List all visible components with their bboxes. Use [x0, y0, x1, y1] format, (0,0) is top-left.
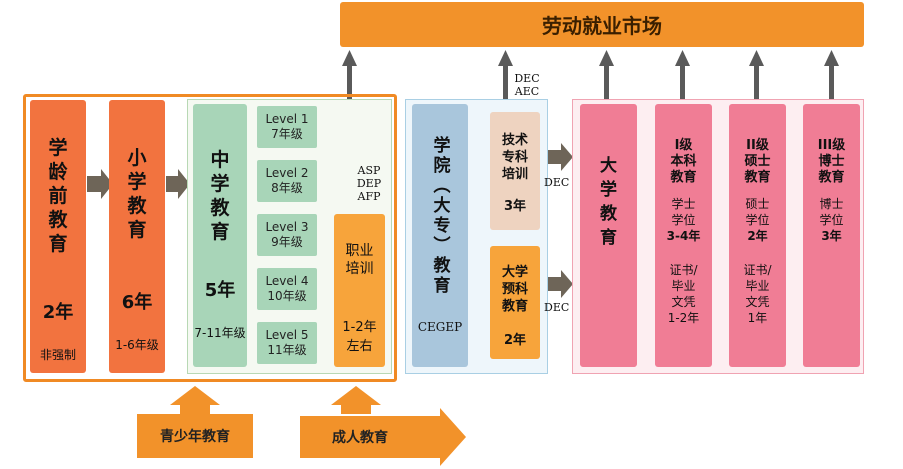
doctor-degree-years: 3年 [821, 229, 842, 243]
bachelor-degree1: 学士 [671, 197, 696, 211]
cert-aec: AEC [514, 85, 540, 98]
level-2: Level 2 8年级 [257, 160, 317, 202]
up-arrow-tech [498, 50, 513, 113]
preschool-years: 2年 [42, 302, 74, 323]
youth-arrow [170, 386, 220, 414]
secondary-grades: 7-11年级 [194, 326, 246, 340]
arrow-primary-secondary [166, 169, 190, 199]
level-4-label: Level 4 [265, 274, 309, 288]
bachelor-cert1: 证书/ [669, 263, 698, 277]
adult-arrow-up [331, 386, 381, 414]
bachelor-level: I级 [674, 138, 693, 153]
level-5-grade: 11年级 [267, 343, 307, 357]
tech-name: 技术专科培训 [501, 133, 528, 182]
primary-name: 小学教育 [127, 147, 147, 241]
level-4-grade: 10年级 [267, 289, 307, 303]
level-5-label: Level 5 [265, 328, 309, 342]
doctor-name2: 教育 [818, 170, 845, 185]
college-name: 学院（大专）教育 [429, 136, 450, 296]
master-degree2: 学位 [745, 213, 770, 227]
college-box: 学院（大专）教育 CEGEP [412, 104, 468, 367]
master-cert1: 证书/ [743, 263, 772, 277]
tech-years: 3年 [503, 199, 527, 214]
doctor-level: III级 [817, 138, 846, 153]
cert-dec-top: DEC [514, 72, 540, 85]
cert-asp: ASP [357, 164, 381, 177]
vocational-years: 1-2年 [342, 320, 377, 335]
up-arrow-master [749, 50, 764, 104]
secondary-years: 5年 [204, 280, 236, 301]
master-name: 硕士 [744, 154, 771, 169]
vocational-certs: ASP DEP AFP [354, 164, 384, 203]
bachelor-name: 本科 [670, 154, 697, 169]
adult-arrow-right [300, 408, 466, 466]
level-1-label: Level 1 [265, 112, 309, 126]
master-degree-years: 2年 [747, 229, 768, 243]
university-name: 大学教育 [600, 156, 617, 248]
level-3: Level 3 9年级 [257, 214, 317, 256]
preschool-box: 学龄前教育 2年 非强制 [30, 100, 86, 373]
up-arrow-doctor [824, 50, 839, 104]
vocational-box: 职业培训 1-2年 左右 [334, 214, 385, 367]
youth-education-text: 青少年教育 [160, 429, 230, 445]
level-1-grade: 7年级 [271, 127, 303, 141]
labor-market-label: 劳动就业市场 [542, 14, 662, 38]
up-arrow-university [599, 50, 614, 104]
tech-certs: DEC AEC [511, 72, 543, 98]
dec-label-1: DEC [544, 176, 570, 189]
primary-years: 6年 [121, 292, 153, 313]
level-5: Level 5 11年级 [257, 322, 317, 364]
bachelor-degree-years: 3-4年 [666, 229, 701, 243]
preschool-name: 学龄前教育 [48, 137, 68, 255]
bachelor-name2: 教育 [670, 170, 697, 185]
preschool-note: 非强制 [39, 348, 76, 362]
bachelor-box: I级 本科 教育 学士 学位 3-4年 证书/ 毕业 文凭 1-2年 [655, 104, 712, 367]
bachelor-cert-years: 1-2年 [667, 311, 700, 325]
master-box: II级 硕士 教育 硕士 学位 2年 证书/ 毕业 文凭 1年 [729, 104, 786, 367]
tech-box: 技术专科培训 3年 [490, 112, 540, 230]
level-3-label: Level 3 [265, 220, 309, 234]
secondary-name: 中学教育 [210, 149, 230, 243]
master-name2: 教育 [744, 170, 771, 185]
level-2-grade: 8年级 [271, 181, 303, 195]
vocational-name: 职业培训 [345, 243, 374, 277]
master-level: II级 [746, 138, 769, 153]
prep-years: 2年 [503, 333, 527, 348]
master-cert2: 毕业 [745, 279, 770, 293]
doctor-box: III级 博士 教育 博士 学位 3年 [803, 104, 860, 367]
labor-market-banner: 劳动就业市场 [340, 2, 864, 47]
arrow-preschool-primary [87, 169, 113, 199]
dec-label-2: DEC [544, 301, 570, 314]
adult-education-text: 成人教育 [332, 430, 388, 446]
vocational-approx: 左右 [346, 339, 373, 354]
bachelor-cert3: 文凭 [671, 295, 696, 309]
primary-grades: 1-6年级 [115, 338, 159, 352]
youth-education-label: 青少年教育 [137, 414, 253, 458]
prep-box: 大学预科教育 2年 [490, 246, 540, 359]
primary-box: 小学教育 6年 1-6年级 [109, 100, 165, 373]
arrow-prep-university [545, 270, 573, 298]
level-4: Level 4 10年级 [257, 268, 317, 310]
cert-dep: DEP [356, 177, 382, 190]
master-cert3: 文凭 [745, 295, 770, 309]
master-cert-years: 1年 [747, 311, 768, 325]
university-box: 大学教育 [580, 104, 637, 367]
arrow-tech-university [545, 143, 573, 171]
prep-name: 大学预科教育 [501, 265, 528, 314]
doctor-name: 博士 [818, 154, 845, 169]
level-1: Level 1 7年级 [257, 106, 317, 148]
college-abbr: CEGEP [417, 320, 463, 334]
doctor-degree1: 博士 [819, 197, 844, 211]
level-2-label: Level 2 [265, 166, 309, 180]
level-3-grade: 9年级 [271, 235, 303, 249]
adult-education-label: 成人教育 [300, 416, 420, 458]
youth-education-frame [23, 94, 397, 382]
master-degree1: 硕士 [745, 197, 770, 211]
bachelor-cert2: 毕业 [671, 279, 696, 293]
up-arrow-bachelor [675, 50, 690, 104]
secondary-box: 中学教育 5年 7-11年级 [193, 104, 247, 367]
cert-afp: AFP [357, 190, 381, 203]
doctor-degree2: 学位 [819, 213, 844, 227]
bachelor-degree2: 学位 [671, 213, 696, 227]
